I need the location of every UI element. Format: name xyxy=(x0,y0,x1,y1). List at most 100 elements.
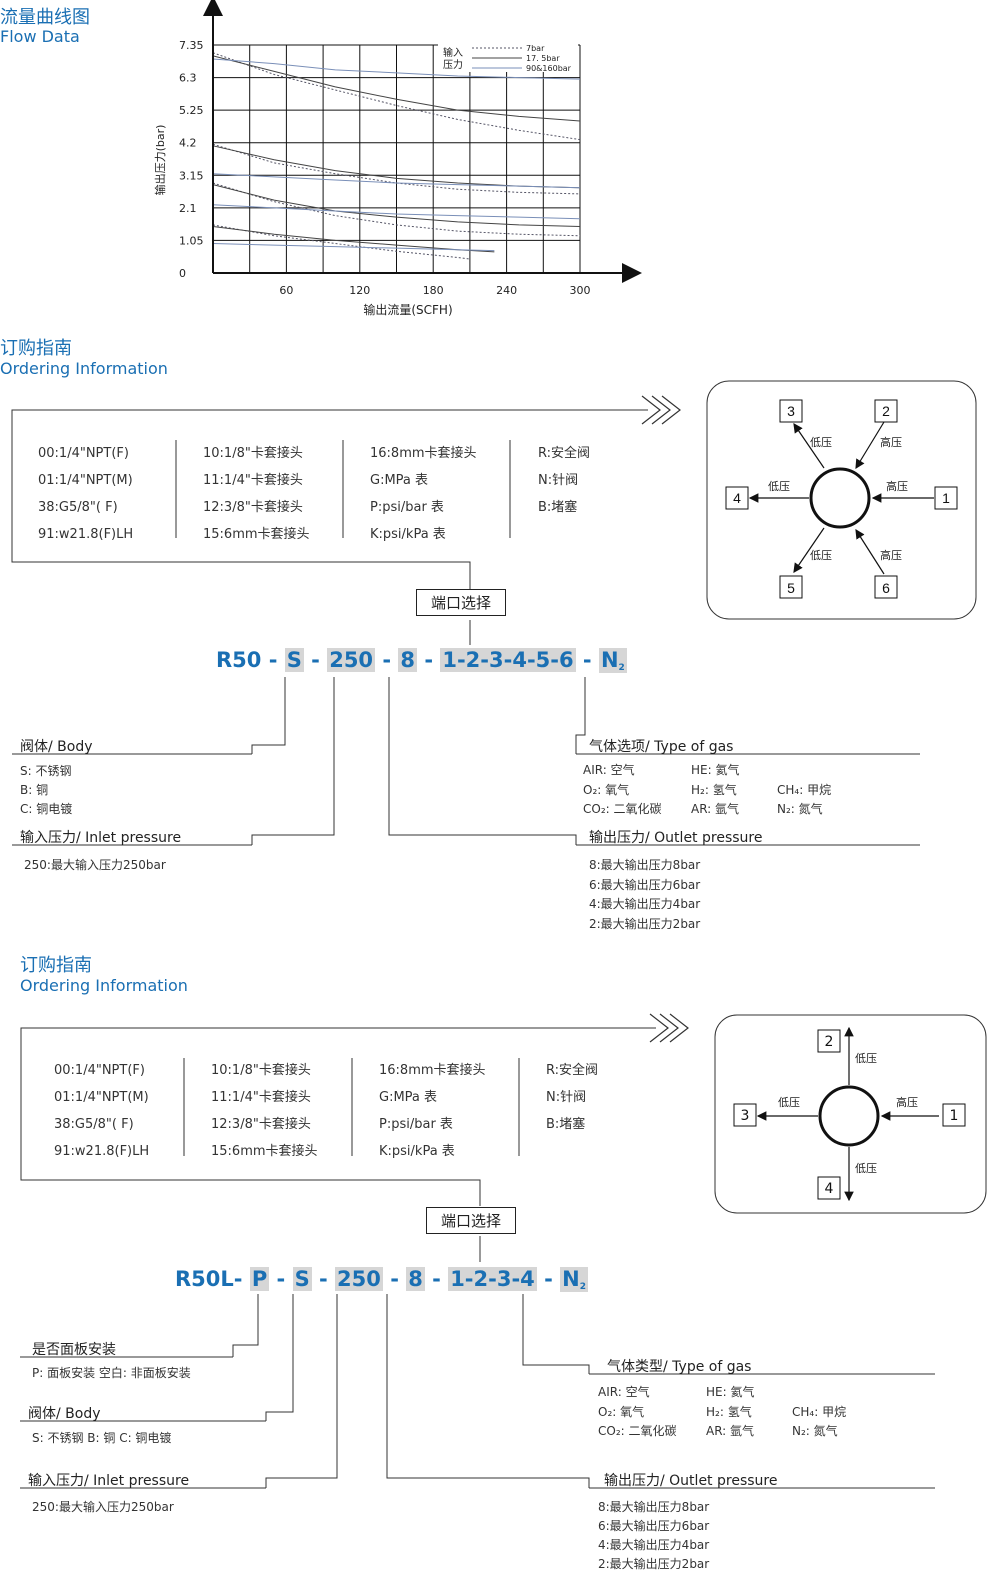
port-4: 4 xyxy=(825,1181,834,1197)
y-tick-label: 5.25 xyxy=(179,104,204,117)
code-dash: - xyxy=(544,1267,553,1291)
order2-options-col4: R:安全阀 N:针阀 B:堵塞 xyxy=(546,1057,598,1138)
order2-gas-title: 气体类型/ Type of gas xyxy=(607,1359,752,1375)
code-body: S xyxy=(292,1267,312,1291)
option-item: P:psi/bar 表 xyxy=(379,1117,453,1132)
label-low: 低压 xyxy=(778,1096,800,1109)
body-item: C: 铜电镀 xyxy=(20,802,73,816)
order2-title-en: Ordering Information xyxy=(20,976,188,995)
option-item: K:psi/kPa 表 xyxy=(379,1144,455,1159)
order2-body-item: S: 不锈钢 B: 铜 C: 铜电镀 xyxy=(32,1431,172,1445)
order2-title-cn: 订购指南 xyxy=(20,955,92,976)
order2-inlet-title: 输入压力/ Inlet pressure xyxy=(28,1473,190,1489)
y-tick-label: 6.3 xyxy=(179,72,197,85)
order1-title-en: Ordering Information xyxy=(0,359,168,378)
option-item: 00:1/4"NPT(F) xyxy=(38,446,129,461)
order2-port-select-box: 端口选择 xyxy=(426,1207,517,1234)
option-item: G:MPa 表 xyxy=(379,1090,438,1105)
port-1: 1 xyxy=(942,490,950,506)
code-dash: - xyxy=(390,1267,399,1291)
y-tick-label: 1.05 xyxy=(179,234,204,247)
order2-port-diagram: 2 3 1 4 低压 低压 高压 低压 xyxy=(714,1014,987,1214)
order2-options-col1: 00:1/4"NPT(F) 01:1/4"NPT(M) 38:G5/8"( F)… xyxy=(54,1057,149,1165)
port-5: 5 xyxy=(787,580,795,596)
body-item: S: 不锈钢 xyxy=(20,764,72,778)
order1-options-col1: 00:1/4"NPT(F) 01:1/4"NPT(M) 38:G5/8"( F)… xyxy=(38,440,133,548)
label-low: 低压 xyxy=(810,436,832,449)
y-tick-label: 2.1 xyxy=(179,202,197,215)
option-item: 91:w21.8(F)LH xyxy=(38,527,134,542)
code-ports: 1-2-3-4 xyxy=(448,1267,537,1291)
y-tick-label: 0 xyxy=(179,267,186,280)
order1-part-code: R50 - S - 250 - 8 - 1-2-3-4-5-6 - N2 xyxy=(216,648,627,673)
label-high: 高压 xyxy=(896,1095,918,1109)
code-gas: N2 xyxy=(560,1267,588,1292)
code-dash: - xyxy=(276,1267,286,1291)
order1-body-title: 阀体/ Body xyxy=(20,739,93,755)
order2-options-col3: 16:8mm卡套接头 G:MPa 表 P:psi/bar 表 K:psi/kPa… xyxy=(379,1057,486,1165)
order1-inlet-item: 250:最大输入压力250bar xyxy=(24,858,166,872)
label-low: 低压 xyxy=(768,480,790,493)
label-low: 低压 xyxy=(810,549,832,562)
order1-gas-title: 气体选项/ Type of gas xyxy=(589,739,734,755)
port-6: 6 xyxy=(882,580,890,596)
order2-outlet-list: 8:最大输出压力8bar 6:最大输出压力6bar 4:最大输出压力4bar 2… xyxy=(598,1498,709,1574)
option-item: 00:1/4"NPT(F) xyxy=(54,1063,145,1078)
x-tick-label: 60 xyxy=(279,284,293,297)
port-4: 4 xyxy=(733,490,741,506)
option-item: 15:6mm卡套接头 xyxy=(211,1144,318,1159)
order2-part-code: R50L- P - S - 250 - 8 - 1-2-3-4 - N2 xyxy=(175,1267,588,1292)
order1-inlet-title: 输入压力/ Inlet pressure xyxy=(20,830,182,846)
legend-title-1: 输入 xyxy=(443,46,463,59)
label-high: 高压 xyxy=(880,548,902,562)
x-tick-label: 120 xyxy=(349,284,370,297)
code-dash: - xyxy=(311,648,320,672)
option-item: 16:8mm卡套接头 xyxy=(370,446,477,461)
option-item: 10:1/8"卡套接头 xyxy=(211,1063,311,1078)
option-item: 01:1/4"NPT(M) xyxy=(38,473,133,488)
outlet-item: 2:最大输出压力2bar xyxy=(598,1557,710,1571)
port-3: 3 xyxy=(741,1108,750,1124)
option-item: 01:1/4"NPT(M) xyxy=(54,1090,149,1105)
order1-options-col3: 16:8mm卡套接头 G:MPa 表 P:psi/bar 表 K:psi/kPa… xyxy=(370,440,477,548)
port-2: 2 xyxy=(882,403,890,419)
option-item: 91:w21.8(F)LH xyxy=(54,1144,150,1159)
legend-90bar: 90&160bar xyxy=(526,64,572,73)
port-1: 1 xyxy=(950,1108,959,1124)
x-tick-label: 180 xyxy=(423,284,444,297)
option-item: 11:1/4"卡套接头 xyxy=(203,473,303,488)
option-item: 16:8mm卡套接头 xyxy=(379,1063,486,1078)
order2-options-col2: 10:1/8"卡套接头 11:1/4"卡套接头 12:3/8"卡套接头 15:6… xyxy=(211,1057,318,1165)
order2-inlet-item: 250:最大输入压力250bar xyxy=(32,1500,174,1514)
series-line xyxy=(212,182,581,237)
order2-outlet-title: 输出压力/ Outlet pressure xyxy=(604,1473,778,1489)
series-line xyxy=(212,204,581,220)
option-item: 11:1/4"卡套接头 xyxy=(211,1090,311,1105)
y-axis-label: 输出压力(bar) xyxy=(153,125,167,196)
option-item: 10:1/8"卡套接头 xyxy=(203,446,303,461)
series-line xyxy=(212,243,495,252)
code-ports: 1-2-3-4-5-6 xyxy=(440,648,576,672)
legend-7bar: 7bar xyxy=(526,44,545,53)
code-inlet: 250 xyxy=(327,648,376,672)
outlet-item: 6:最大输出压力6bar xyxy=(598,1519,710,1533)
label-low: 低压 xyxy=(855,1052,877,1065)
chart-series xyxy=(212,52,581,260)
port-2: 2 xyxy=(825,1034,834,1050)
chart-legend: 输入 压力 7bar 17. 5bar 90&160bar xyxy=(438,44,578,73)
outlet-item: 8:最大输出压力8bar xyxy=(589,858,701,872)
outlet-item: 6:最大输出压力6bar xyxy=(589,877,701,892)
order1-title-cn: 订购指南 xyxy=(0,338,72,359)
order1-lines xyxy=(11,395,920,846)
x-tick-label: 240 xyxy=(496,284,517,297)
y-tick-label: 4.2 xyxy=(179,137,197,150)
legend-17bar: 17. 5bar xyxy=(526,54,560,63)
series-line xyxy=(212,55,581,122)
